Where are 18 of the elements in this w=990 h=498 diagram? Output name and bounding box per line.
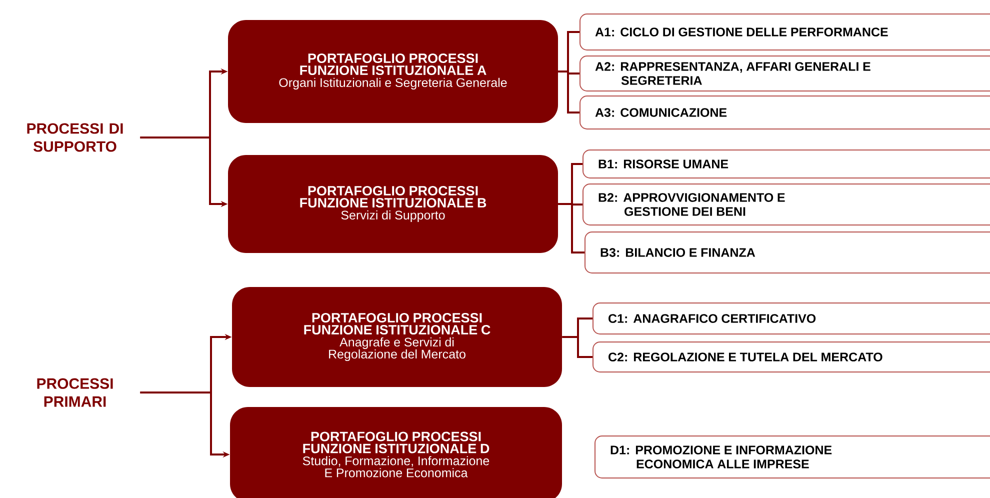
process-box: A3: COMUNICAZIONE [580,96,990,130]
process-box: D1: PROMOZIONE E INFORMAZIONE ECONOMICA ALLE IMPRESE [594,436,990,478]
portfolio-box: PORTAFOGLIO PROCESSI FUNZIONE ISTITUZIONALE B Servizi di Supporto [228,155,558,253]
connector [558,70,580,114]
connector [558,203,584,254]
group-label: PROCESSI DI SUPPORTO [27,123,123,152]
group-label: PROCESSI PRIMARI [37,378,113,407]
process-box: B1: RISORSE UMANE [582,150,990,178]
process-box: C2: REGOLAZIONE E TUTELA DEL MERCATO [592,342,990,372]
portfolio-box: PORTAFOGLIO PROCESSI FUNZIONE ISTITUZIONALE C Anagrafe e Servizi di Regolazione del Mercato [232,287,562,387]
process-box: B3: BILANCIO E FINANZA [584,232,990,274]
portfolio-box: PORTAFOGLIO PROCESSI FUNZIONE ISTITUZIONALE A Organi Istituzionali e Segreteria Generale [228,20,558,123]
process-box: A2: RAPPRESENTANZA, AFFARI GENERALI E SEGRETERIA [580,56,990,92]
connector [562,336,592,358]
process-box: A1: CICLO DI GESTIONE DELLE PERFORMANCE [580,14,990,50]
portfolio-box: PORTAFOGLIO PROCESSI FUNZIONE ISTITUZIONALE D Studio, Formazione, Informazione E Promozione Economica [230,407,562,498]
process-box: B2: APPROVVIGIONAMENTO E GESTIONE DEI BENI [582,184,990,226]
process-box: C1: ANAGRAFICO CERTIFICATIVO [592,302,990,334]
